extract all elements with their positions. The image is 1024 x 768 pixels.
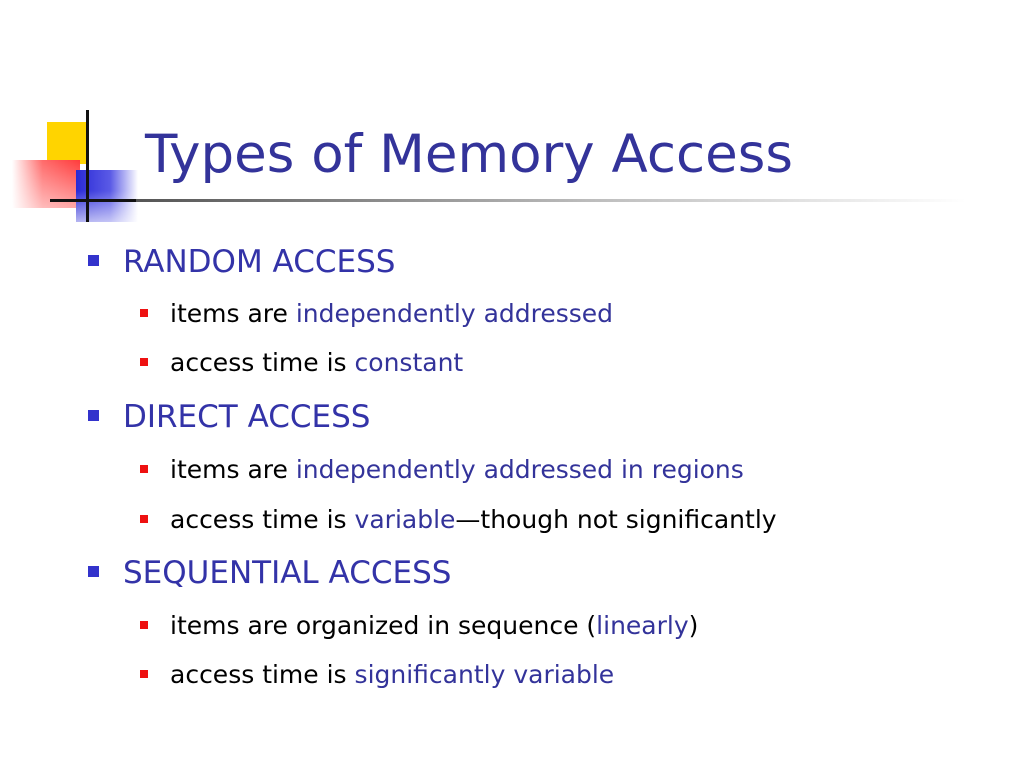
item-highlight: constant (354, 348, 464, 377)
item-text: items are (170, 455, 296, 484)
small-square-bullet-icon (140, 465, 148, 473)
square-bullet-icon (88, 255, 99, 266)
section-heading-direct-access: DIRECT ACCESS (88, 397, 370, 437)
list-item: access time is variable—though not signi… (140, 503, 777, 537)
item-highlight: linearly (596, 611, 689, 640)
square-bullet-icon (88, 566, 99, 577)
yellow-square (47, 122, 87, 164)
corner-logo (0, 0, 160, 240)
section-heading-random-access: RANDOM ACCESS (88, 242, 395, 282)
small-square-bullet-icon (140, 358, 148, 366)
item-highlight: independently addressed in regions (295, 455, 744, 484)
small-square-bullet-icon (140, 621, 148, 629)
item-highlight: independently addressed (295, 299, 614, 328)
item-highlight: variable (354, 505, 456, 534)
list-item: items are organized in sequence (linearl… (140, 609, 698, 643)
item-text-tail: ) (688, 611, 699, 640)
item-text-tail: —though not significantly (455, 505, 777, 534)
logo-horizontal-line (50, 199, 136, 202)
small-square-bullet-icon (140, 309, 148, 317)
item-text: access time is (170, 505, 355, 534)
section-heading-text: DIRECT ACCESS (123, 399, 371, 435)
list-item: items are independently addressed (140, 297, 613, 331)
item-text: items are (170, 299, 296, 328)
list-item: items are independently addressed in reg… (140, 453, 744, 487)
list-item: access time is significantly variable (140, 658, 614, 692)
square-bullet-icon (88, 410, 99, 421)
section-heading-sequential-access: SEQUENTIAL ACCESS (88, 553, 451, 593)
item-text: access time is (170, 660, 355, 689)
section-heading-text: RANDOM ACCESS (123, 244, 396, 280)
list-item: access time is constant (140, 346, 463, 380)
item-text: items are organized in sequence ( (170, 611, 597, 640)
item-highlight: significantly variable (354, 660, 615, 689)
item-text: access time is (170, 348, 355, 377)
slide-title: Types of Memory Access (145, 124, 793, 185)
title-underline (136, 199, 966, 202)
logo-vertical-line (86, 110, 89, 222)
small-square-bullet-icon (140, 515, 148, 523)
small-square-bullet-icon (140, 670, 148, 678)
section-heading-text: SEQUENTIAL ACCESS (123, 555, 452, 591)
